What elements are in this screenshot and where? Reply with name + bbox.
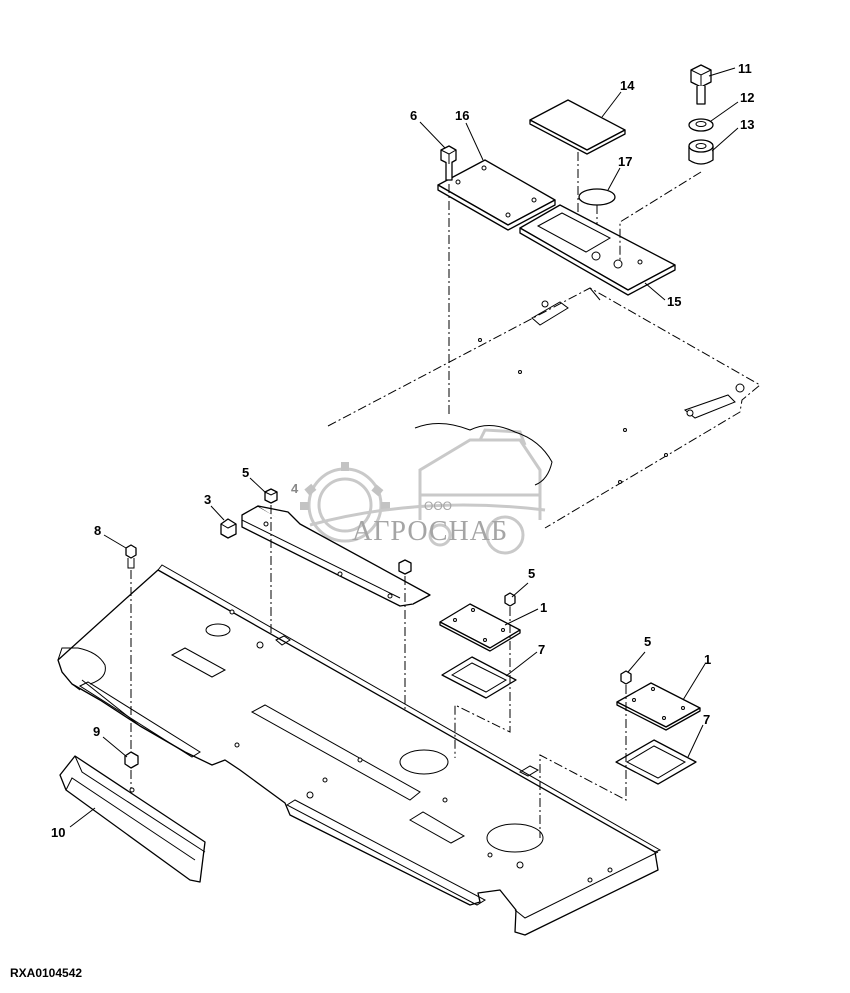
callout-12: 12 [740,90,754,105]
callout-3: 3 [204,492,211,507]
cover-plate-14 [529,99,626,155]
gasket-7-left [441,656,517,699]
gasket-7-right [615,739,697,785]
nut-5-right [620,670,632,685]
callout-13: 13 [740,117,754,132]
cover-plate-1-left [439,603,521,652]
callout-16: 16 [455,108,469,123]
callout-5-bracket: 5 [242,465,249,480]
callout-5-right: 5 [644,634,651,649]
clip-3 [220,518,237,539]
cover-plate-1-right [616,682,701,731]
lower-floor-plate [57,564,662,936]
upper-floor-plate [327,287,761,529]
callout-9: 9 [93,724,100,739]
kick-shield-10 [59,755,206,883]
callout-8: 8 [94,523,101,538]
watermark-logo: ООО АГРОСНАБ [300,428,546,555]
nut-5-bracket [264,488,278,504]
bolt-8 [125,544,137,569]
washer-12 [688,118,714,132]
nut-5-left [504,592,516,607]
callout-6: 6 [410,108,417,123]
callout-labels: 11 12 13 14 6 16 17 15 5 4 3 8 5 [51,61,754,840]
callout-4: 4 [291,481,299,496]
watermark-top-text: ООО [424,499,452,513]
watermark-main-text: АГРОСНАБ [352,516,508,547]
callout-14: 14 [620,78,635,93]
clip-9 [124,751,139,769]
cover-plate-16 [437,159,556,231]
watermark-harvester-icon [418,428,542,555]
callout-10: 10 [51,825,65,840]
spacer-13 [688,139,714,165]
nut-bracket-right [398,559,412,575]
callout-5-left: 5 [528,566,535,581]
bolt-11 [690,64,712,105]
callout-7-left: 7 [538,642,545,657]
mounting-frame-15 [519,204,676,296]
watermark-gear-icon [300,462,390,543]
callout-17: 17 [618,154,632,169]
plug-17 [578,188,616,206]
bracket-4 [241,505,431,607]
callout-1-left: 1 [540,600,547,615]
callout-11: 11 [738,61,752,76]
callout-1-right: 1 [704,652,711,667]
figure-id: RXA0104542 [10,966,83,980]
callout-15: 15 [667,294,681,309]
callout-7-right: 7 [703,712,710,727]
bolt-6 [440,145,457,181]
